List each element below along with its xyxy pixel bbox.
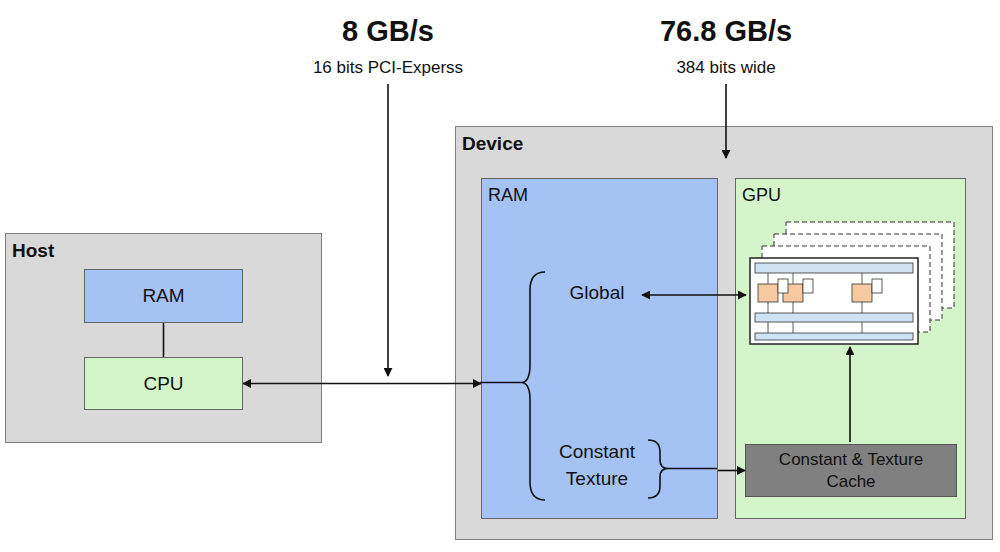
bus-description: 384 bits wide — [596, 58, 856, 78]
instruction-unit — [755, 263, 913, 273]
connector — [243, 383, 481, 385]
bandwidth-value: 8 GB/s — [258, 14, 518, 49]
memory-interface — [755, 333, 913, 340]
connector — [163, 323, 165, 357]
bandwidth-pointer — [387, 84, 389, 376]
internal-wire — [793, 273, 794, 284]
cache-box: Constant & Texture Cache — [745, 444, 957, 497]
cache-arrow — [849, 347, 851, 442]
register-file — [803, 279, 813, 293]
panel-heading: GPU — [742, 184, 781, 207]
internal-wire — [862, 302, 863, 313]
cpu-box: CPU — [84, 357, 243, 410]
multiprocessor-outline — [750, 258, 918, 344]
panel-heading: RAM — [488, 184, 528, 207]
internal-wire — [768, 273, 769, 284]
box-label: CPU — [143, 372, 183, 396]
memory-space-label: Global — [467, 282, 727, 305]
bandwidth-value: 76.8 GB/s — [596, 14, 856, 49]
memory-space-label: Constant Texture — [547, 438, 647, 492]
processor-core — [852, 284, 872, 302]
box-label: RAM — [142, 284, 184, 308]
register-file — [778, 279, 788, 293]
memory-bracket — [521, 272, 545, 500]
internal-wire — [768, 302, 769, 313]
panel-heading: Host — [12, 239, 54, 263]
bracket-lead — [480, 382, 521, 384]
panel-heading: Device — [462, 132, 523, 156]
register-file — [872, 279, 882, 293]
internal-wire — [768, 322, 769, 333]
internal-wire — [862, 273, 863, 284]
bus-description: 16 bits PCI-Experss — [258, 58, 518, 78]
bracket-lead — [668, 468, 717, 470]
internal-wire — [862, 322, 863, 333]
bandwidth-pointer — [725, 84, 727, 158]
global-memory-arrow — [642, 294, 746, 296]
internal-wire — [793, 322, 794, 333]
internal-wire — [793, 302, 794, 313]
box-label: Constant & Texture Cache — [766, 449, 936, 492]
connector — [718, 470, 745, 472]
processor-core — [758, 284, 778, 302]
host-ram-box: RAM — [84, 269, 243, 323]
memory-bracket — [648, 440, 668, 498]
multiprocessor-stack — [750, 222, 954, 344]
shared-memory — [755, 313, 913, 322]
